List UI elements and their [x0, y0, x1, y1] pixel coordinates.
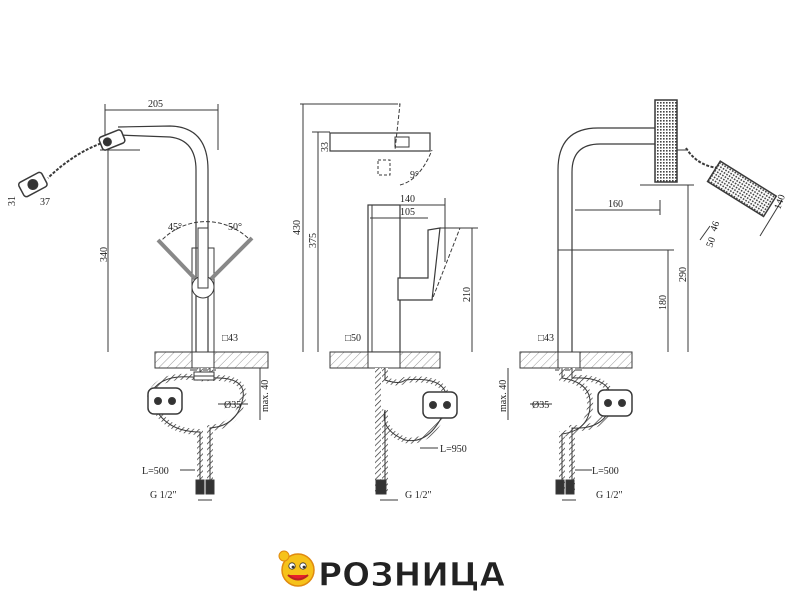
angle-left-label: 45° [168, 222, 182, 233]
side-reach-a-label: 140 [400, 194, 415, 205]
side-lever-label: 210 [462, 287, 473, 302]
front-base-label: □43 [222, 333, 238, 344]
back-view-labels: 160 290 180 140 46 50 □43 Ø35 max. 40 L=… [498, 193, 788, 501]
side-thread-label: G 1/2" [405, 490, 432, 501]
back-head-len-label: 140 [772, 193, 787, 211]
back-head-w-label: 46 [708, 220, 722, 233]
back-body-label: 180 [658, 295, 669, 310]
front-view-labels: 205 340 45° 50° 31 37 □43 Ø35 max. 40 L=… [7, 99, 271, 501]
rozniza-logo: РОЗНИЦА [278, 550, 506, 595]
side-head-label: 33 [320, 142, 331, 152]
front-thread-label: G 1/2" [150, 490, 177, 501]
side-view-labels: 430 375 33 9° 140 105 210 □50 L=950 G 1/… [292, 142, 473, 501]
front-height-label: 340 [99, 247, 110, 262]
back-view [507, 99, 783, 501]
front-hose-label: L=500 [142, 466, 169, 477]
angle-right-label: 50° [228, 222, 242, 233]
side-view [300, 103, 478, 501]
back-hole-label: Ø35 [532, 400, 549, 411]
side-reach-b-label: 105 [400, 207, 415, 218]
front-max-label: max. 40 [260, 380, 271, 412]
head-height-label: 31 [7, 196, 18, 206]
head-width-label: 37 [40, 197, 50, 208]
side-hose-label: L=950 [440, 444, 467, 455]
front-width-label: 205 [148, 99, 163, 110]
side-total-label: 430 [292, 220, 303, 235]
back-base-label: □43 [538, 333, 554, 344]
back-head-d-label: 50 [704, 236, 718, 249]
back-max-label: max. 40 [498, 380, 509, 412]
back-hose-label: L=500 [592, 466, 619, 477]
back-height-label: 290 [678, 267, 689, 282]
back-reach-label: 160 [608, 199, 623, 210]
smiling-ball-mascot-icon [278, 550, 315, 587]
side-angle-label: 9° [410, 170, 419, 181]
side-spout-label: 375 [308, 233, 319, 248]
front-hole-label: Ø35 [224, 400, 241, 411]
logo-text: РОЗНИЦА [318, 555, 506, 594]
side-base-label: □50 [345, 333, 361, 344]
front-view [17, 104, 269, 501]
back-thread-label: G 1/2" [596, 490, 623, 501]
